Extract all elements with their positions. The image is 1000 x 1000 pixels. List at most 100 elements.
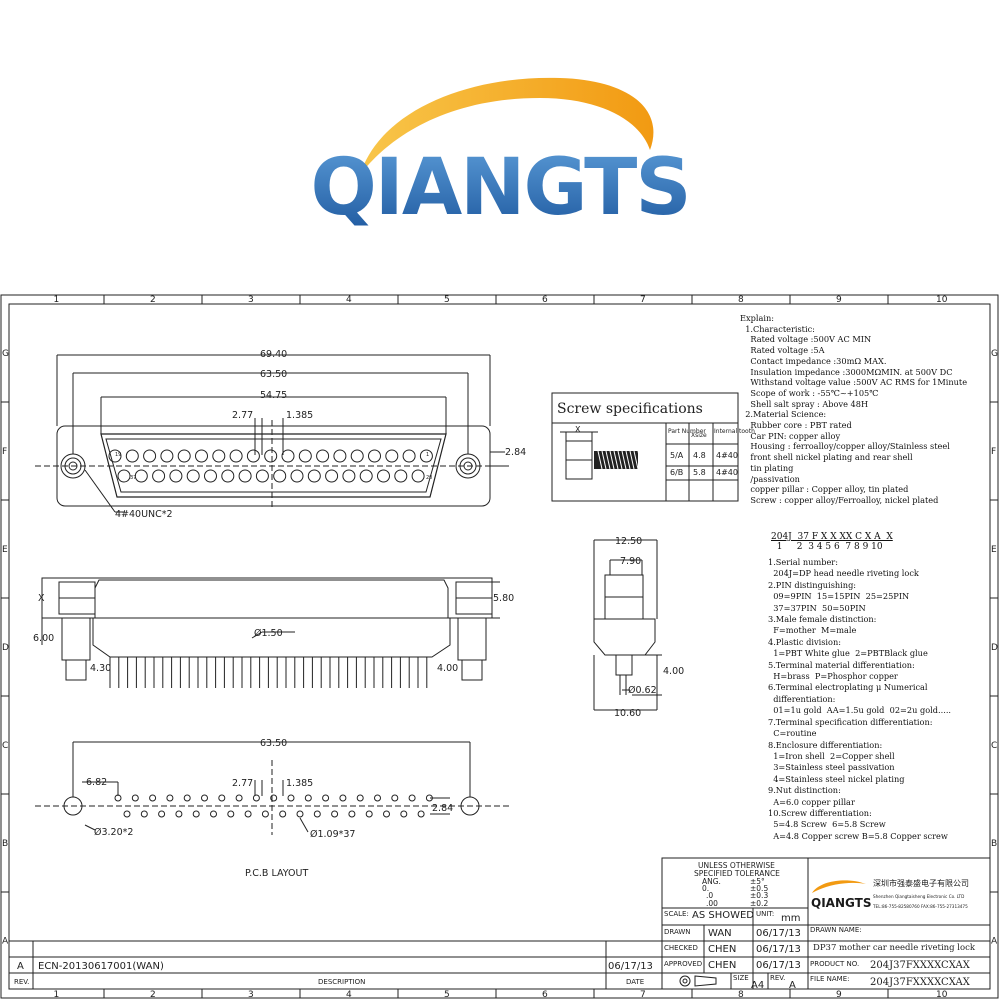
end-view xyxy=(593,539,662,711)
pcb-hole-top xyxy=(304,794,312,802)
thread-line xyxy=(613,450,619,470)
date-header: DATE xyxy=(626,978,644,986)
tol-ang-label: ANG. xyxy=(702,877,721,886)
pcb-dim-1385: 1.385 xyxy=(286,778,313,789)
pcb-hole-top xyxy=(374,794,381,802)
thread-line xyxy=(617,450,623,470)
front-pin-top xyxy=(143,449,157,463)
drawing-name: DP37 mother car needle riveting lock xyxy=(813,943,976,953)
front-pin-bottom xyxy=(186,469,200,483)
front-pin-top xyxy=(402,449,416,463)
drawn-label: DRAWN xyxy=(664,928,691,936)
end-dim-400: 4.00 xyxy=(663,666,684,677)
tol-2-val: ±0.2 xyxy=(750,899,768,908)
unit-value: mm xyxy=(781,913,800,924)
pcb-hole-bottom xyxy=(417,810,425,818)
row-letter-E: E xyxy=(991,545,997,555)
front-pin-top xyxy=(246,449,260,463)
side-dim-600: 6.00 xyxy=(33,633,54,644)
title-logo-text: QIANGTS xyxy=(811,896,871,910)
checked-by: CHEN xyxy=(708,944,736,955)
tol-title2: SPECIFIED TOLERANCE xyxy=(694,869,780,878)
front-pin-bottom xyxy=(117,469,131,483)
front-pin-bottom xyxy=(152,469,166,483)
front-pin-bottom xyxy=(307,469,321,483)
end-dim-790: 7.90 xyxy=(620,556,641,567)
front-pin-top xyxy=(298,449,312,463)
thread-line xyxy=(609,450,615,470)
company-en: Shenzhen Qiangtaisheng Electronic Co. LT… xyxy=(873,894,964,899)
row-letter-E: E xyxy=(2,545,8,555)
pcb-hole-bottom xyxy=(123,810,131,818)
pcb-hole-top xyxy=(322,794,330,802)
pcb-hole-top xyxy=(252,794,260,802)
side-dim-150: Ø1.50 xyxy=(254,628,283,639)
front-pin-top xyxy=(177,449,191,463)
company-logo: QIANGTS xyxy=(310,77,692,233)
pcb-hole-top xyxy=(183,794,191,802)
pcb-hole-bottom xyxy=(261,810,269,818)
front-pin-top xyxy=(160,449,174,463)
pcb-hole-top xyxy=(270,794,278,802)
company-cn: 深圳市强泰盛电子有限公司 xyxy=(873,878,969,888)
drawn-by: WAN xyxy=(708,928,732,939)
pcb-dim-682: 6.82 xyxy=(86,777,107,788)
pcb-hole-top xyxy=(149,794,157,802)
pcb-dim-320: Ø3.20*2 xyxy=(94,827,133,838)
explain2-text: 1.Serial number: 204J=DP head needle riv… xyxy=(768,557,952,841)
pcb-hole-bottom xyxy=(383,810,390,818)
pcb-hole-top xyxy=(425,794,433,802)
pcb-hole-bottom xyxy=(227,810,235,818)
pin-label-19: 19 xyxy=(115,452,121,458)
front-pin-top xyxy=(316,449,330,463)
col-number-3: 3 xyxy=(248,295,254,305)
rev-header: REV. xyxy=(14,978,29,986)
front-pin-top xyxy=(333,449,347,463)
rev-row-desc: ECN-20130617001(WAN) xyxy=(38,961,164,972)
thread-line xyxy=(601,450,607,470)
front-pin-bottom xyxy=(255,469,269,483)
logo-text: QIANGTS xyxy=(310,143,689,233)
front-pin-top xyxy=(108,449,122,463)
col-number-1: 1 xyxy=(54,295,60,305)
screw-spec xyxy=(551,392,739,502)
col-number-2: 2 xyxy=(150,990,156,1000)
col-number-5: 5 xyxy=(444,990,450,1000)
pcb-hole-top xyxy=(218,794,226,802)
side-dim-400: 4.00 xyxy=(437,663,458,674)
screw-row1-x: 4.8 xyxy=(693,451,706,460)
dim-mount: 63.50 xyxy=(260,369,287,380)
front-pin-top xyxy=(229,449,243,463)
front-pin-bottom xyxy=(394,469,408,483)
col-number-9: 9 xyxy=(836,990,842,1000)
pcb-hole-bottom xyxy=(400,810,408,818)
front-pin-bottom xyxy=(221,469,235,483)
rev-row-letter: A xyxy=(17,961,24,972)
screw-header-part: Part Number xyxy=(668,428,706,435)
screw-header-x: Xsize xyxy=(691,432,707,439)
row-letter-C: C xyxy=(2,741,8,751)
side-dim-580: 5.80 xyxy=(493,593,514,604)
product-no: 204J37FXXXXCXAX xyxy=(870,960,971,971)
col-number-7: 7 xyxy=(640,990,646,1000)
rev-label-small: REV. xyxy=(770,974,785,982)
part-code-main: 204J 37 F X X XX C X A X xyxy=(771,532,893,542)
part-code: 204J 37 F X X XX C X A X 1 2 3 4 5 6 7 8… xyxy=(771,532,893,552)
outer-border xyxy=(0,294,999,999)
checked-label: CHECKED xyxy=(664,944,698,952)
col-number-4: 4 xyxy=(346,295,352,305)
pcb-hole-bottom xyxy=(331,810,339,818)
col-number-10: 10 xyxy=(936,990,948,1000)
rev-value: A xyxy=(789,980,796,991)
row-letter-B: B xyxy=(991,839,997,849)
pcb-dim-6350: 63.50 xyxy=(260,738,287,749)
approved-label: APPROVED xyxy=(664,960,702,968)
front-pin-bottom xyxy=(342,469,356,483)
row-letter-B: B xyxy=(2,839,8,849)
screw-spec-title: Screw specifications xyxy=(557,401,703,417)
col-number-5: 5 xyxy=(444,295,450,305)
front-pin-bottom xyxy=(325,469,339,483)
pin-label-1: 1 xyxy=(426,452,429,458)
thread-note: 4#40UNC*2 xyxy=(115,509,173,520)
tol-0-label: 0. xyxy=(702,884,709,893)
